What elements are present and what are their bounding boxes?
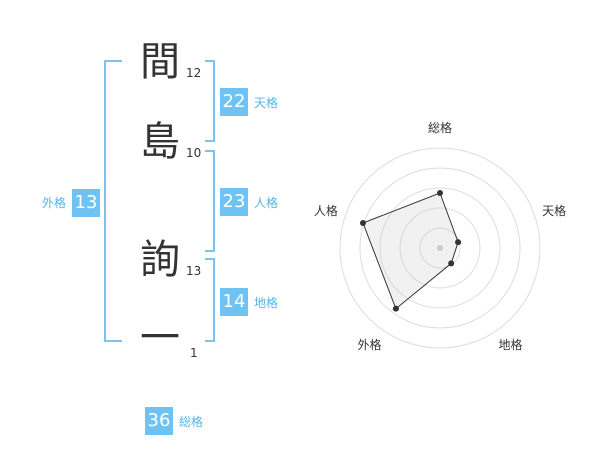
- radar-point-0: [437, 190, 443, 196]
- name-char-2: 島: [140, 119, 180, 165]
- radar-axis-label-1: 天格: [542, 203, 566, 218]
- tenkaku-badge: 22: [220, 88, 248, 116]
- chikaku-bracket: [205, 258, 215, 342]
- radar-axis-label-2: 地格: [499, 337, 523, 352]
- name-char-4: 一: [140, 315, 180, 361]
- stroke-count-1: 12: [186, 66, 202, 80]
- radar-ring: [399, 207, 481, 289]
- radar-series-area: [362, 192, 459, 310]
- name-char-3: 詢: [140, 237, 180, 283]
- jinkaku-bracket: [205, 150, 215, 252]
- radar-ring: [339, 147, 541, 349]
- stroke-count-2: 10: [186, 146, 202, 160]
- radar-center: [437, 245, 443, 251]
- radar-axis-label-3: 外格: [357, 337, 381, 352]
- gaikaku-badge: 13: [72, 189, 100, 217]
- tenkaku-label: 天格: [254, 96, 279, 110]
- radar-ring: [379, 187, 501, 309]
- stroke-count-4: 1: [190, 346, 198, 360]
- gaikaku-bracket: [104, 60, 122, 342]
- jinkaku-badge: 23: [220, 188, 248, 216]
- gaikaku-label: 外格: [42, 196, 67, 210]
- radar-point-4: [359, 219, 366, 226]
- radar-point-2: [448, 260, 455, 267]
- tenkaku-bracket: [205, 60, 215, 142]
- soukaku-badge: 36: [145, 407, 173, 435]
- chikaku-label: 地格: [254, 296, 279, 310]
- radar-axis-label-4: 人格: [314, 203, 338, 218]
- chikaku-badge: 14: [220, 288, 248, 316]
- jinkaku-label: 人格: [254, 196, 279, 210]
- soukaku-label: 総格: [179, 415, 204, 429]
- radar-axis-label-0: 総格: [428, 120, 452, 135]
- radar-point-3: [392, 305, 399, 312]
- stroke-count-3: 13: [186, 264, 202, 278]
- name-char-1: 間: [140, 39, 180, 85]
- radar-ring: [359, 167, 521, 329]
- radar-ring: [419, 227, 461, 269]
- radar-point-1: [455, 239, 462, 246]
